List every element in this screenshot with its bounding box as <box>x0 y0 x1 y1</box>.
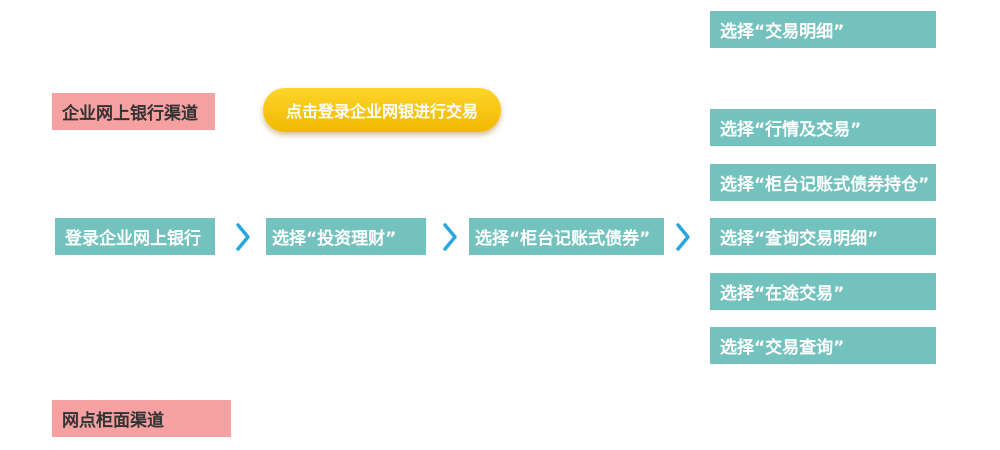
login-corporate-banking-button[interactable]: 点击登录企业网银进行交易 <box>263 88 501 132</box>
step-select-investment: 选择“投资理财” <box>266 218 426 255</box>
option-transaction-details: 选择“交易明细” <box>710 11 936 48</box>
option-bond-holdings: 选择“柜台记账式债券持仓” <box>710 164 936 201</box>
online-banking-channel-label: 企业网上银行渠道 <box>52 93 215 130</box>
step-select-counter-bond: 选择“柜台记账式债券” <box>469 218 664 255</box>
chevron-right-icon <box>443 223 457 251</box>
chevron-right-icon <box>236 223 250 251</box>
option-query-transaction-details: 选择“查询交易明细” <box>710 218 936 255</box>
chevron-right-icon <box>676 223 690 251</box>
option-transaction-query: 选择“交易查询” <box>710 327 936 364</box>
option-quotes-and-trading: 选择“行情及交易” <box>710 109 936 146</box>
option-pending-transactions: 选择“在途交易” <box>710 273 936 310</box>
step-login-online-banking: 登录企业网上银行 <box>55 218 215 255</box>
counter-channel-label: 网点柜面渠道 <box>52 400 231 437</box>
